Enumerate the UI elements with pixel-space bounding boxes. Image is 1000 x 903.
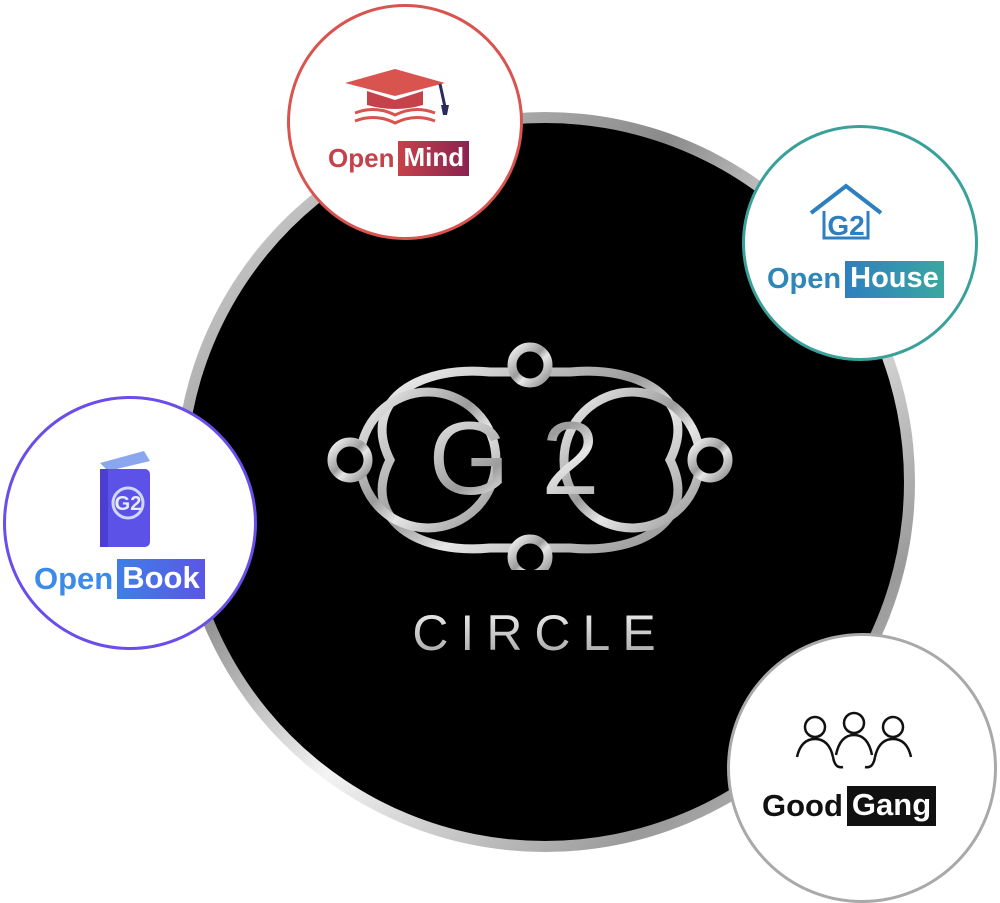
open-house-badge[interactable]: G2 Open House — [742, 125, 978, 361]
open-book-badge[interactable]: G2 Open Book — [3, 396, 257, 650]
circle-subtitle: CIRCLE — [340, 604, 740, 662]
open-mind-badge[interactable]: Open Mind — [287, 4, 523, 240]
good-gang-badge[interactable]: Good Gang — [727, 633, 997, 903]
brand-word-open: Open — [767, 263, 842, 295]
brand-word-book: Book — [117, 559, 205, 599]
open-mind-logo: Open Mind — [328, 141, 470, 176]
g2-logo: G2 — [320, 330, 740, 570]
svg-text:G2: G2 — [827, 210, 864, 241]
graduation-cap-book-icon — [345, 69, 465, 127]
brand-word-open: Open — [328, 143, 395, 173]
book-g2-icon: G2 — [94, 449, 156, 551]
brand-word-gang: Gang — [846, 786, 937, 826]
brand-word-open: Open — [34, 561, 114, 596]
house-g2-icon: G2 — [808, 183, 884, 245]
logo-text: G2 — [429, 401, 632, 517]
good-gang-logo: Good Gang — [762, 786, 937, 826]
open-book-logo: Open Book — [34, 559, 205, 599]
brand-word-good: Good — [762, 788, 843, 823]
open-house-logo: Open House — [767, 261, 944, 298]
brand-word-mind: Mind — [398, 141, 470, 176]
svg-text:G2: G2 — [115, 493, 142, 515]
group-people-icon — [793, 711, 915, 771]
brand-word-house: House — [845, 261, 944, 298]
